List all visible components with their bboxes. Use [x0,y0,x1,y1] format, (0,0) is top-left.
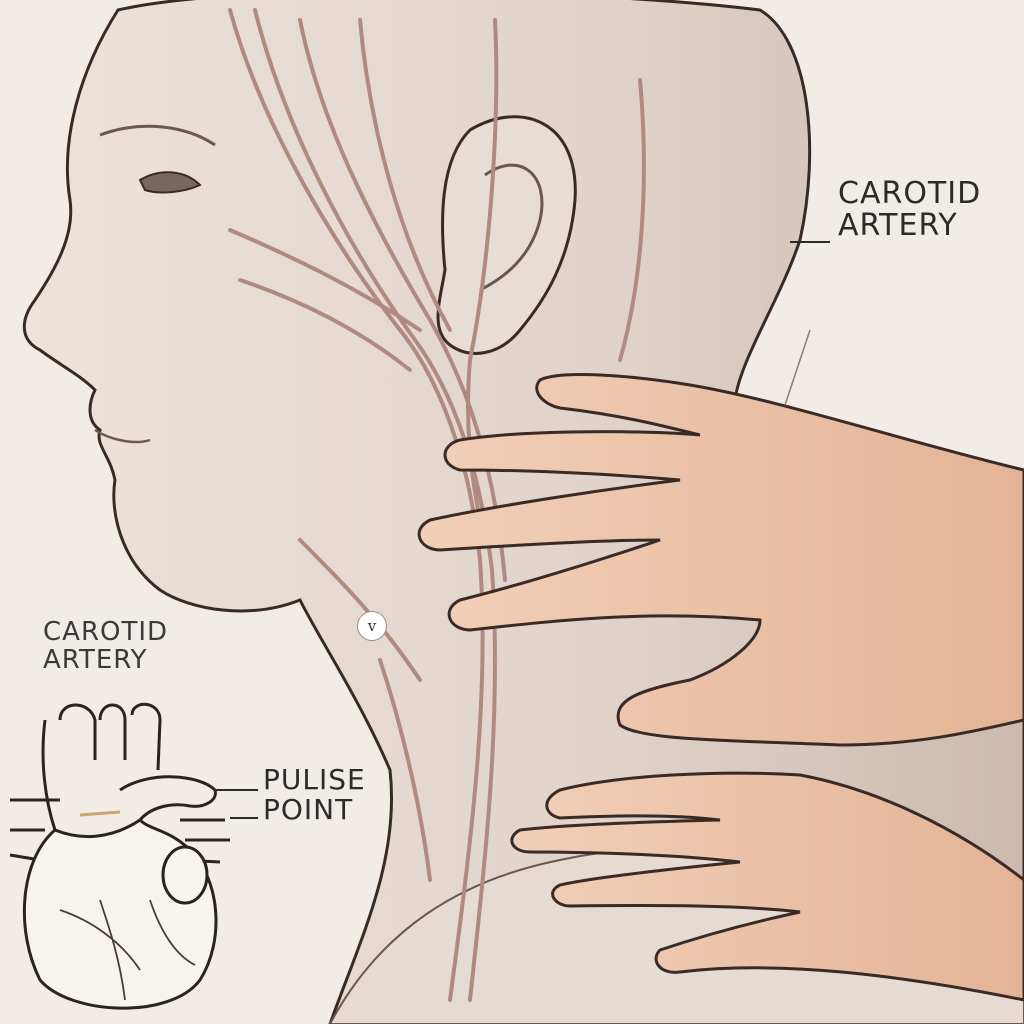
pulse-point-label: PULISE POINT [263,763,366,827]
carotid-right-line1: CAROTID [838,176,982,211]
upper-hand [417,373,1024,747]
carotid-artery-label-left: CAROTID ARTERY [43,618,168,674]
carotid-left-line2: ARTERY [43,645,148,676]
pulse-marker-badge: v [357,611,387,641]
carotid-artery-label-right: CAROTID ARTERY [838,176,982,244]
pulse-line2: POINT [263,793,354,827]
ear [436,115,577,355]
carotid-left-line1: CAROTID [43,617,169,647]
pulse-line1: PULISE [263,763,366,796]
heart-diagram [9,702,230,1010]
lower-hand [510,771,1024,1002]
carotid-right-line2: ARTERY [838,208,958,244]
eye [138,171,202,194]
